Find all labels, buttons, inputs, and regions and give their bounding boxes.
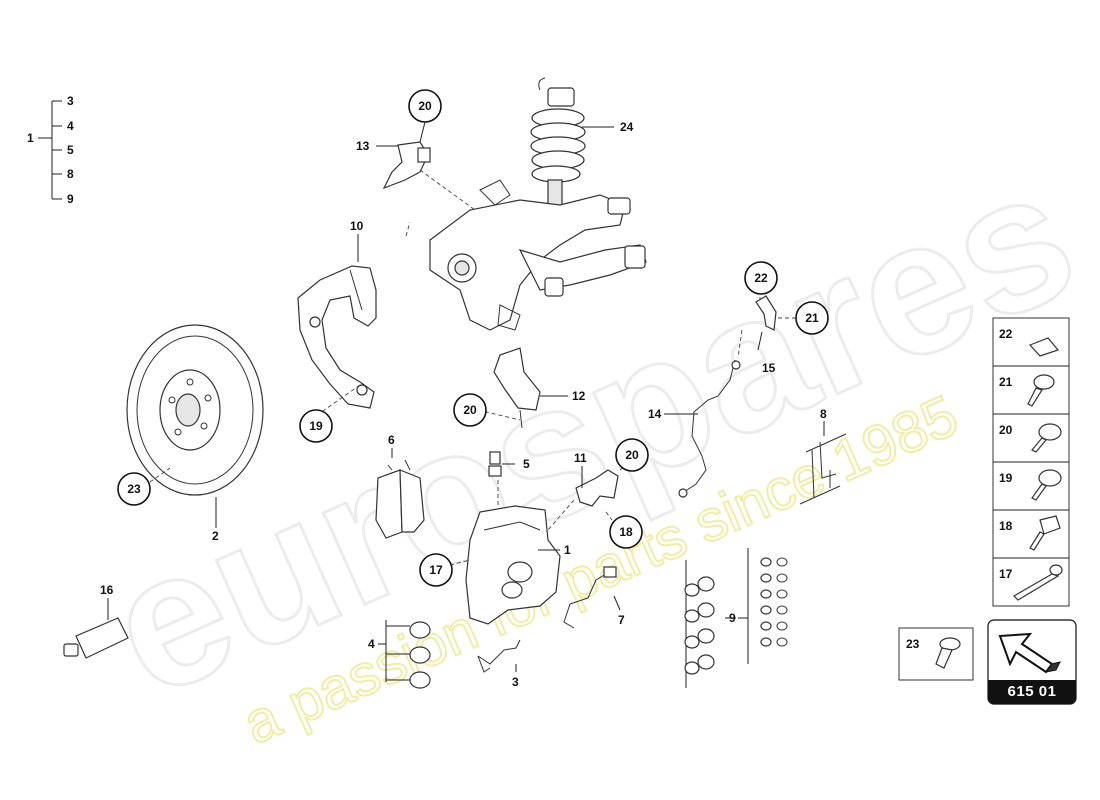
hose-15 bbox=[683, 359, 736, 493]
bracket-11 bbox=[575, 469, 619, 507]
suspension-assembly bbox=[429, 77, 647, 331]
callout-14: 14 bbox=[648, 407, 662, 421]
callout-10: 10 bbox=[350, 219, 364, 233]
callout-4: 4 bbox=[368, 637, 375, 651]
tree-child-3: 3 bbox=[67, 94, 74, 108]
dust-shield-10 bbox=[297, 265, 377, 409]
svg-text:18: 18 bbox=[619, 525, 633, 539]
tree-parent: 1 bbox=[27, 131, 34, 145]
brake-pads-6 bbox=[375, 459, 425, 539]
callout-19: 19 bbox=[299, 409, 333, 443]
callout-18: 18 bbox=[609, 515, 643, 549]
tree-child-8: 8 bbox=[67, 167, 74, 181]
svg-text:21: 21 bbox=[805, 311, 819, 325]
callout-16: 16 bbox=[100, 583, 114, 597]
brake-disc-2 bbox=[126, 324, 264, 496]
bolt-21-icon bbox=[1027, 374, 1055, 407]
svg-text:20: 20 bbox=[625, 448, 639, 462]
tree-child-9: 9 bbox=[67, 192, 74, 206]
callout-21: 21 bbox=[795, 301, 829, 335]
callout-labels: 24 13 10 15 12 14 8 6 5 11 2 1 16 4 3 7 … bbox=[100, 120, 827, 689]
callout-9: 9 bbox=[729, 611, 736, 625]
bolt-19-icon bbox=[1031, 469, 1062, 501]
spring-3 bbox=[477, 639, 521, 673]
screw-23-icon bbox=[935, 637, 961, 669]
legend-single-23: 23 bbox=[906, 637, 920, 651]
bracket-12 bbox=[493, 347, 541, 411]
callout-20-right: 20 bbox=[615, 438, 649, 472]
seal-kit-9 bbox=[684, 548, 788, 688]
legend-item-22: 22 bbox=[999, 327, 1013, 341]
bleeder-5 bbox=[488, 451, 502, 477]
svg-text:23: 23 bbox=[127, 482, 141, 496]
callout-20-top: 20 bbox=[408, 89, 442, 123]
callout-15: 15 bbox=[762, 361, 776, 375]
spring-clip-8 bbox=[799, 433, 847, 505]
callout-11: 11 bbox=[574, 451, 587, 465]
callout-3: 3 bbox=[512, 675, 519, 689]
single-legend: 23 bbox=[898, 627, 974, 681]
caliper-1 bbox=[465, 505, 561, 625]
fastener-legend: 22 21 20 19 18 17 bbox=[992, 317, 1070, 607]
legend-item-20: 20 bbox=[999, 423, 1013, 437]
catalog-number: 615 01 bbox=[988, 680, 1076, 704]
callout-6: 6 bbox=[388, 433, 395, 447]
leader-lines bbox=[107, 121, 825, 682]
callout-20-mid: 20 bbox=[453, 393, 487, 427]
legend-item-19: 19 bbox=[999, 471, 1013, 485]
svg-text:20: 20 bbox=[418, 99, 432, 113]
legend-item-21: 21 bbox=[999, 375, 1013, 389]
callout-17: 17 bbox=[419, 553, 453, 587]
tree-child-5: 5 bbox=[67, 143, 74, 157]
legend-item-18: 18 bbox=[999, 519, 1013, 533]
callout-8: 8 bbox=[820, 407, 827, 421]
callout-12: 12 bbox=[572, 389, 586, 403]
tree-child-4: 4 bbox=[67, 119, 74, 133]
svg-text:17: 17 bbox=[429, 563, 443, 577]
callout-5: 5 bbox=[523, 457, 530, 471]
grease-tube-16 bbox=[63, 617, 129, 659]
callout-24: 24 bbox=[620, 120, 634, 134]
circled-callouts: 20 19 22 21 20 20 18 23 bbox=[117, 89, 829, 587]
clip-nut-icon bbox=[1028, 337, 1060, 357]
bracket-13 bbox=[382, 141, 429, 190]
seals-4 bbox=[409, 621, 431, 689]
bolt-17-icon bbox=[1013, 564, 1063, 601]
callout-23: 23 bbox=[117, 472, 151, 506]
callout-2: 2 bbox=[212, 529, 219, 543]
bolt-20-icon bbox=[1031, 423, 1062, 453]
assembly-tree: 1 3 4 5 8 9 bbox=[27, 94, 74, 206]
bolt-18-icon bbox=[1029, 515, 1061, 551]
wear-sensor-7 bbox=[563, 573, 607, 629]
clip-22 bbox=[755, 295, 777, 331]
callout-7: 7 bbox=[618, 613, 625, 627]
callout-13: 13 bbox=[356, 139, 370, 153]
callout-1: 1 bbox=[564, 543, 571, 557]
svg-text:19: 19 bbox=[309, 419, 323, 433]
svg-text:22: 22 bbox=[754, 271, 768, 285]
svg-text:20: 20 bbox=[463, 403, 477, 417]
legend-item-17: 17 bbox=[999, 567, 1013, 581]
callout-22: 22 bbox=[744, 261, 778, 295]
